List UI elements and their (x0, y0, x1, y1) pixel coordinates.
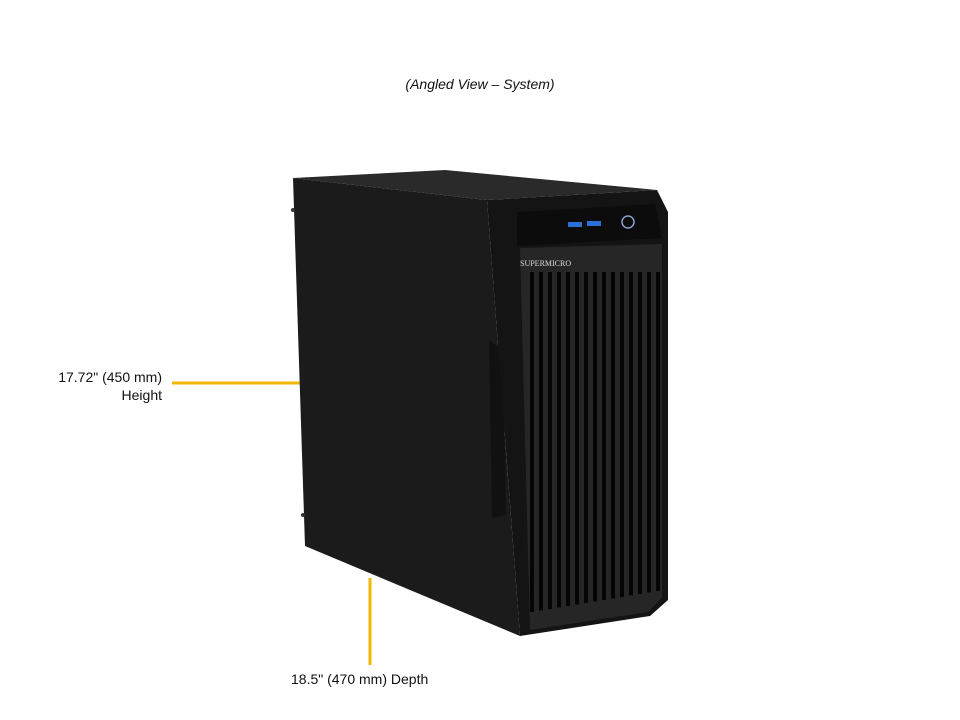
foot (301, 513, 305, 517)
foot (291, 208, 295, 212)
grille-slot (548, 272, 552, 609)
grille-slot (638, 272, 642, 594)
grille-slot (566, 272, 570, 606)
grille-slot (557, 272, 561, 608)
depth-annotation: 18.5" (470 mm) Depth (291, 671, 429, 687)
chassis-top (293, 170, 657, 200)
grille-slot (647, 272, 651, 593)
grille-slot (602, 272, 606, 600)
grille-slot (620, 272, 624, 597)
usb-port (587, 221, 601, 226)
grille-slot (584, 272, 588, 603)
front-grille (520, 244, 662, 630)
grille-slot (575, 272, 579, 605)
grille-slot (629, 272, 633, 596)
height-name: Height (121, 387, 162, 403)
grille-slot (593, 272, 597, 602)
brand-logo: SUPERMICRO (520, 259, 571, 268)
height-value: 17.72" (450 mm) (58, 369, 162, 385)
usb-port (568, 222, 582, 227)
view-title: (Angled View – System) (405, 76, 555, 92)
grille-slots (530, 272, 660, 612)
chassis-side-panel (293, 178, 520, 636)
grille-slot (611, 272, 615, 599)
power-button-icon (621, 215, 635, 229)
height-annotation: 17.72" (450 mm) Height (58, 368, 162, 404)
grille-slot (539, 272, 543, 611)
grille-slot (656, 272, 660, 591)
chassis: SUPERMICRO (291, 170, 668, 636)
grille-slot (530, 272, 534, 612)
